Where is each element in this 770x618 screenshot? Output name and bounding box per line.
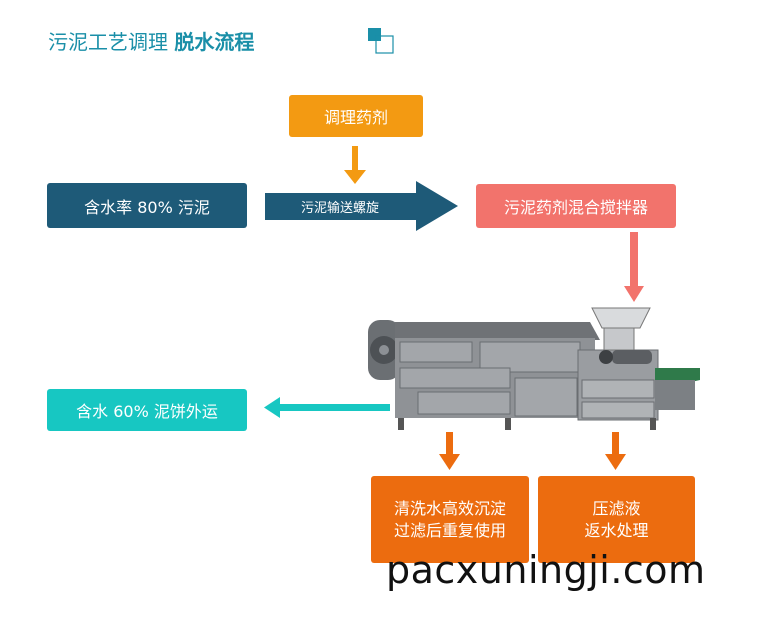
conveyor-label: 污泥输送螺旋 [300,200,379,216]
wash-water-line1: 清洗水高效沉淀 [393,498,506,518]
mixer-down-arrow [624,232,644,302]
cake-output-label: 含水 60% 泥饼外运 [76,402,218,421]
press-machine-illustration [368,307,700,430]
filtrate-line1: 压滤液 [592,498,641,518]
title-bold: 脱水流程 [174,30,255,54]
wash-water-line2: 过滤后重复使用 [393,520,506,540]
source-sludge-label: 含水率 80% 污泥 [84,197,210,217]
source-sludge-box: 含水率 80% 污泥 [47,183,247,228]
cake-left-arrow [264,397,390,418]
conveyor-arrow [265,181,458,231]
page-title: 污泥工艺调理 脱水流程 [48,26,254,55]
conditioning-agent-label: 调理药剂 [323,108,388,127]
watermark-text: pacxuningji.com [386,548,706,592]
filtrate-down-arrow [605,432,626,470]
mixer-label: 污泥药剂混合搅拌器 [503,198,648,217]
cake-output-box: 含水 60% 泥饼外运 [47,389,247,431]
mixer-box: 污泥药剂混合搅拌器 [476,184,676,228]
wash-down-arrow [439,432,460,470]
wash-water-box: 清洗水高效沉淀 过滤后重复使用 [371,476,529,563]
conditioning-agent-box: 调理药剂 [289,95,423,137]
agent-down-arrow [344,146,366,184]
filtrate-line2: 返水处理 [584,520,649,540]
logo-squares-icon [368,28,394,54]
filtrate-box: 压滤液 返水处理 [538,476,695,563]
title-prefix: 污泥工艺调理 [48,30,168,54]
